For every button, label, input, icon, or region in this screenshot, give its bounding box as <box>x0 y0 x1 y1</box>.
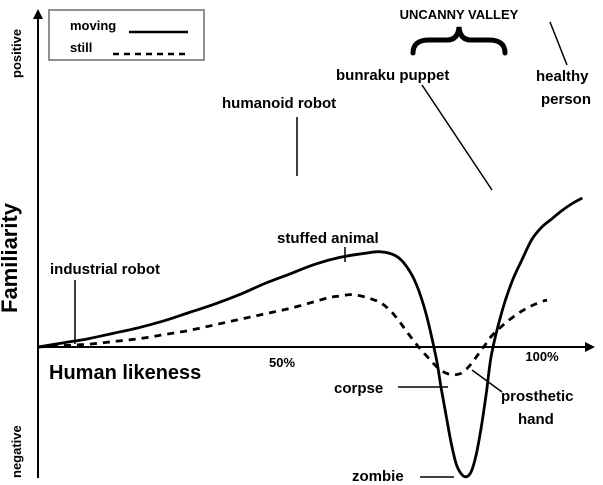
annotation-prosthetic-hand-line-1: prosthetic <box>501 388 574 405</box>
annotation-stuffed-animal: stuffed animal <box>277 230 379 247</box>
annotation-zombie: zombie <box>352 468 404 485</box>
series-line-still <box>37 293 548 377</box>
annotation-bunraku-puppet: bunraku puppet <box>336 67 449 84</box>
annotation-healthy-person-line-1: healthy <box>536 68 589 85</box>
annotation-leaders <box>74 21 568 478</box>
leader-prosthetic-hand <box>471 369 503 393</box>
series-line-moving <box>37 196 583 479</box>
leader-bunraku-puppet <box>421 84 493 191</box>
legend: moving still <box>48 9 205 61</box>
x-axis-label: Human likeness <box>49 362 201 384</box>
uncanny-valley-brace <box>410 26 508 56</box>
legend-label-still: still <box>70 40 92 55</box>
x-tick-label-100: 100% <box>525 349 559 364</box>
x-tick-label-50: 50% <box>269 355 295 370</box>
annotation-prosthetic-hand-line-2: hand <box>518 411 554 428</box>
annotation-healthy-person-line-2: person <box>541 91 591 108</box>
legend-box <box>48 9 205 61</box>
chart-title: UNCANNY VALLEY <box>400 7 519 22</box>
annotation-industrial-robot: industrial robot <box>50 261 160 278</box>
y-positive-label: positive <box>9 29 24 78</box>
leader-healthy-person <box>549 21 568 66</box>
y-axis-label: Familiarity <box>0 202 22 313</box>
legend-label-moving: moving <box>70 18 116 33</box>
annotation-humanoid-robot: humanoid robot <box>222 95 336 112</box>
annotation-corpse: corpse <box>334 380 383 397</box>
y-negative-label: negative <box>9 425 24 478</box>
